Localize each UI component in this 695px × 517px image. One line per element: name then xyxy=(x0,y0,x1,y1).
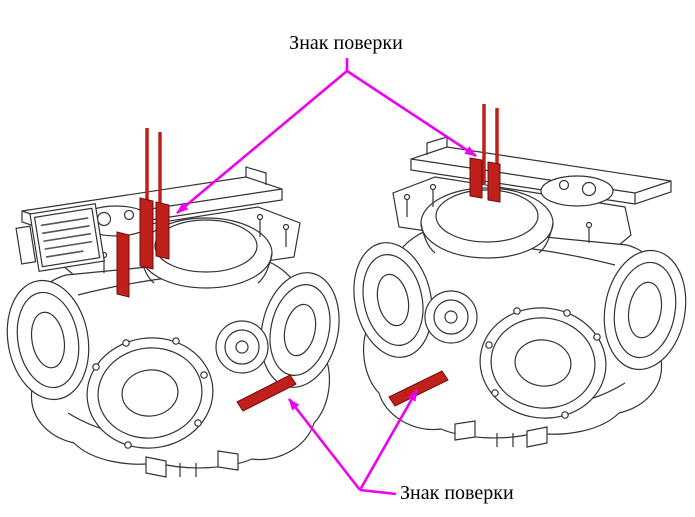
left-meter-nameplate xyxy=(15,202,105,272)
left-meter xyxy=(0,128,350,478)
arrow-bottom-stub xyxy=(359,488,397,496)
arrow-top-left xyxy=(176,70,348,214)
callout-arrows xyxy=(176,58,477,496)
right-seal-clamp xyxy=(469,157,501,203)
right-meter xyxy=(343,104,695,448)
arrow-top-right xyxy=(346,69,477,158)
left-seal-wires xyxy=(145,128,162,210)
verification-mark-label-bottom: Знак поверки xyxy=(400,482,514,504)
arrow-bottom-right xyxy=(358,389,419,491)
left-seal-clamp xyxy=(116,197,170,298)
left-seal-strip xyxy=(236,374,297,412)
arrow-bottom-left xyxy=(287,398,362,491)
right-seal-strip xyxy=(388,370,449,407)
verification-mark-label-top: Знак поверки xyxy=(289,32,403,54)
